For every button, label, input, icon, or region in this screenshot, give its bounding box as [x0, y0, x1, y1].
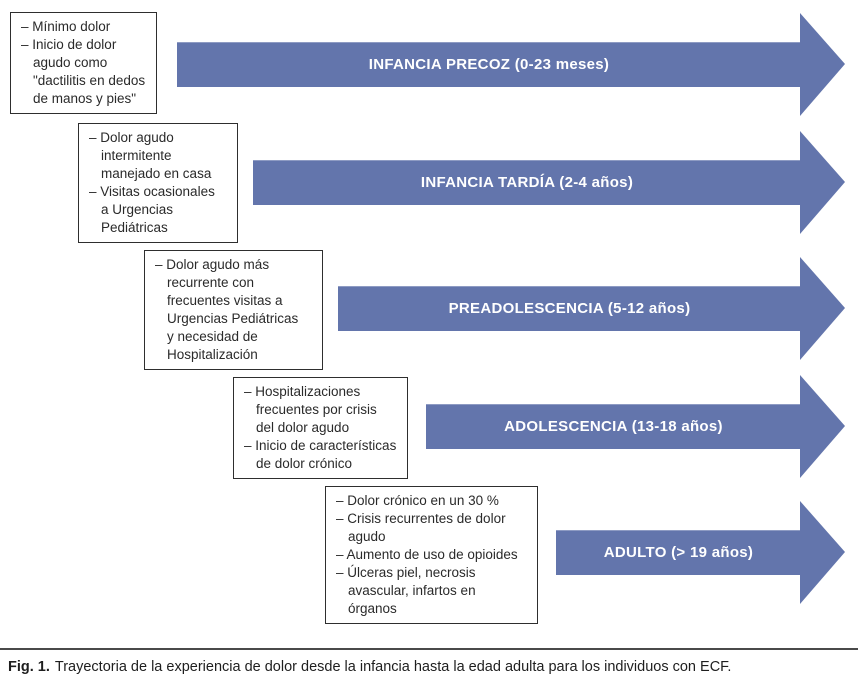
note-item: – Hospitalizaciones frecuentes por crisi…: [244, 384, 377, 435]
stage-label: ADOLESCENCIA (13-18 años): [504, 418, 723, 435]
note-item: – Mínimo dolor: [21, 19, 111, 34]
arrow-right-icon: [800, 131, 845, 234]
arrow-body: PREADOLESCENCIA (5-12 años): [338, 286, 801, 331]
caption-divider: [0, 648, 858, 650]
note-list: – Dolor crónico en un 30 % – Crisis recu…: [326, 487, 537, 623]
stage-arrow-preadolescencia: PREADOLESCENCIA (5-12 años): [338, 257, 845, 360]
note-box-preadolescencia: – Dolor agudo más recurrente con frecuen…: [144, 250, 323, 370]
note-item: – Úlceras piel, necrosis avascular, infa…: [336, 565, 476, 616]
note-box-adulto: – Dolor crónico en un 30 % – Crisis recu…: [325, 486, 538, 624]
note-list: – Dolor agudo intermitente manejado en c…: [79, 124, 237, 242]
note-item: – Aumento de uso de opioides: [336, 547, 518, 562]
stage-label: INFANCIA PRECOZ (0-23 meses): [368, 56, 610, 73]
note-item: – Visitas ocasionales a Urgencias Pediát…: [89, 184, 215, 235]
note-list: – Dolor agudo más recurrente con frecuen…: [145, 251, 322, 369]
note-box-infancia-precoz: – Mínimo dolor – Inicio de dolor agudo c…: [10, 12, 157, 114]
arrow-right-icon: [800, 501, 845, 604]
arrow-right-icon: [800, 375, 845, 478]
note-box-adolescencia: – Hospitalizaciones frecuentes por crisi…: [233, 377, 408, 479]
arrow-body: INFANCIA TARDÍA (2-4 años): [253, 160, 801, 205]
stage-label: INFANCIA TARDÍA (2-4 años): [420, 174, 634, 191]
caption-text: Trayectoria de la experiencia de dolor d…: [54, 659, 732, 675]
arrow-right-icon: [800, 13, 845, 116]
note-item: – Crisis recurrentes de dolor agudo: [336, 511, 506, 544]
note-item: – Dolor crónico en un 30 %: [336, 493, 499, 508]
note-list: – Hospitalizaciones frecuentes por crisi…: [234, 378, 407, 478]
figure-number: Fig. 1.: [8, 659, 50, 675]
stage-label: PREADOLESCENCIA (5-12 años): [448, 300, 691, 317]
stage-arrow-infancia-tardia: INFANCIA TARDÍA (2-4 años): [253, 131, 845, 234]
note-item: – Dolor agudo más recurrente con frecuen…: [155, 257, 299, 362]
stage-arrow-adolescencia: ADOLESCENCIA (13-18 años): [426, 375, 845, 478]
note-box-infancia-tardia: – Dolor agudo intermitente manejado en c…: [78, 123, 238, 243]
note-list: – Mínimo dolor – Inicio de dolor agudo c…: [11, 13, 156, 113]
arrow-body: ADOLESCENCIA (13-18 años): [426, 404, 801, 449]
stage-arrow-infancia-precoz: INFANCIA PRECOZ (0-23 meses): [177, 13, 845, 116]
stage-label: ADULTO (> 19 años): [603, 544, 754, 561]
figure-caption: Fig. 1.Trayectoria de la experiencia de …: [8, 658, 850, 677]
arrow-body: INFANCIA PRECOZ (0-23 meses): [177, 42, 801, 87]
note-item: – Inicio de características de dolor cró…: [244, 438, 397, 471]
arrow-right-icon: [800, 257, 845, 360]
note-item: – Inicio de dolor agudo como "dactilitis…: [21, 37, 146, 106]
note-item: – Dolor agudo intermitente manejado en c…: [89, 130, 212, 181]
arrow-body: ADULTO (> 19 años): [556, 530, 801, 575]
stage-arrow-adulto: ADULTO (> 19 años): [556, 501, 845, 604]
